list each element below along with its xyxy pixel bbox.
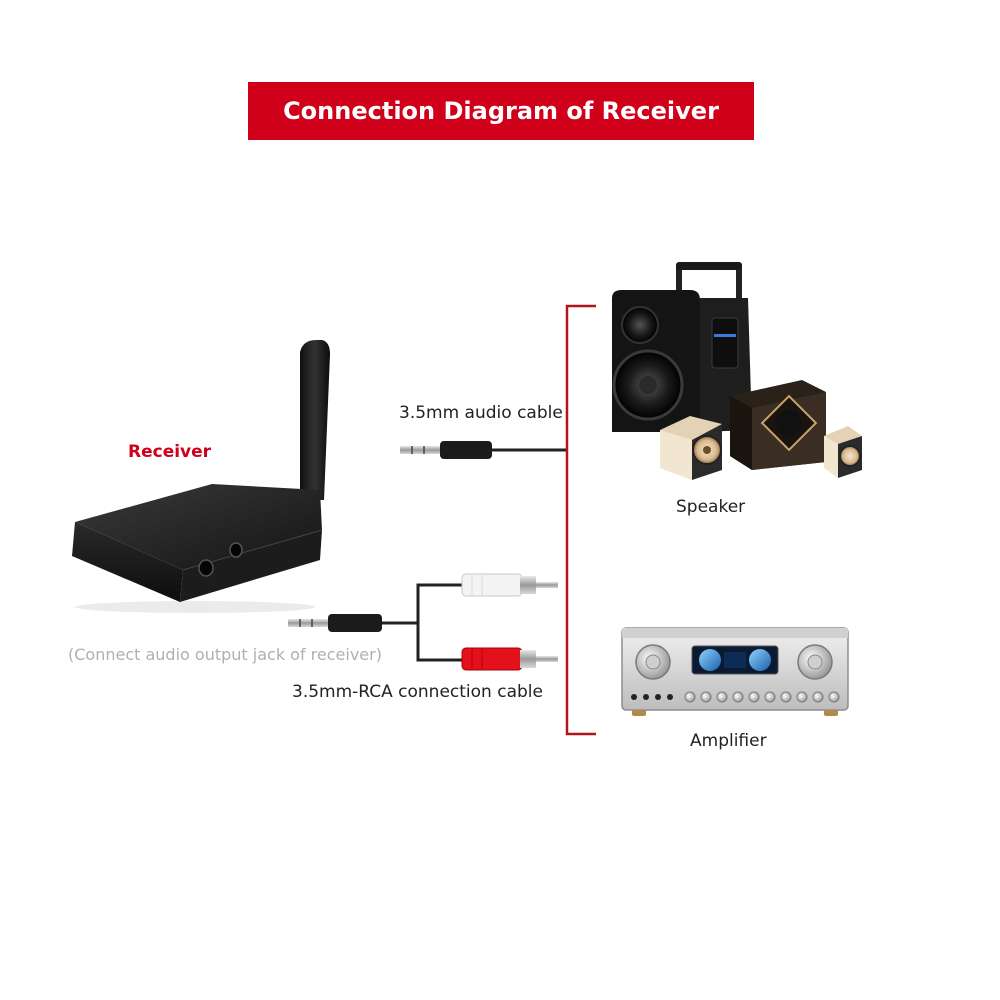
amplifier-icon (621, 627, 849, 716)
audio-jack-plug-icon (288, 614, 382, 632)
rca-plug-white-icon (461, 573, 558, 597)
audio-cable-label: 3.5mm audio cable (399, 403, 563, 423)
connect-note: (Connect audio output jack of receiver) (68, 645, 382, 664)
rca-plug-red-icon (461, 647, 558, 671)
title-banner: Connection Diagram of Receiver (248, 82, 754, 140)
audio-jack-plug-icon (400, 441, 492, 459)
speaker-label: Speaker (676, 497, 746, 517)
receiver-device-icon (72, 340, 330, 613)
rca-cable-label: 3.5mm-RCA connection cable (292, 682, 543, 702)
audio-cable (400, 441, 566, 459)
rca-cable (288, 573, 558, 671)
diagram-title: Connection Diagram of Receiver (283, 97, 719, 125)
receiver-label: Receiver (128, 442, 212, 462)
speaker-set-icon (612, 262, 862, 480)
output-bracket (565, 304, 596, 736)
amplifier-label: Amplifier (690, 731, 767, 751)
